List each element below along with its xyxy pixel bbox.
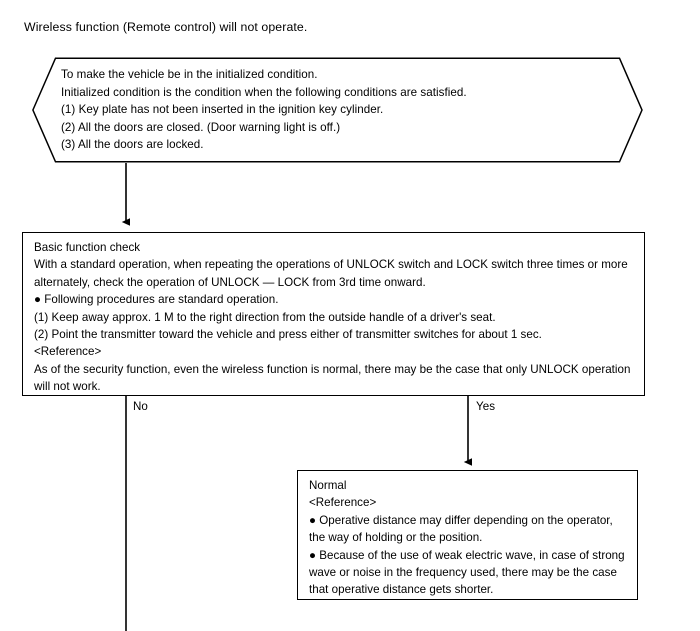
basic-check-reference-label: <Reference> xyxy=(34,345,102,359)
hex-line-2: Initialized condition is the condition w… xyxy=(61,85,467,99)
normal-result-node: Normal <Reference> ● Operative distance … xyxy=(297,470,638,600)
basic-check-line-4: (2) Point the transmitter toward the veh… xyxy=(34,328,542,342)
basic-check-line-2: ● Following procedures are standard oper… xyxy=(34,293,279,307)
normal-result-text: Normal <Reference> ● Operative distance … xyxy=(309,477,629,599)
hex-line-5: (3) All the doors are locked. xyxy=(61,138,204,152)
normal-heading: Normal xyxy=(309,479,347,492)
basic-check-line-5: As of the security function, even the wi… xyxy=(34,362,631,394)
basic-check-line-1: With a standard operation, when repeatin… xyxy=(34,258,628,289)
basic-function-check-node: Basic function check With a standard ope… xyxy=(22,232,645,396)
normal-reference-label: <Reference> xyxy=(309,496,377,510)
branch-label-no: No xyxy=(133,400,148,413)
hex-line-1: To make the vehicle be in the initialize… xyxy=(61,68,318,81)
initialized-condition-node: To make the vehicle be in the initialize… xyxy=(32,57,643,163)
branch-label-yes: Yes xyxy=(476,400,496,413)
basic-check-line-3: (1) Keep away approx. 1 M to the right d… xyxy=(34,310,496,324)
hexagon-shape xyxy=(32,57,643,163)
page-title: Wireless function (Remote control) will … xyxy=(24,20,308,34)
normal-line-2: ● Because of the use of weak electric wa… xyxy=(309,548,625,597)
basic-function-check-text: Basic function check With a standard ope… xyxy=(34,239,638,396)
hex-line-3: (1) Key plate has not been inserted in t… xyxy=(61,103,384,117)
initialized-condition-text: To make the vehicle be in the initialize… xyxy=(61,66,606,154)
basic-check-heading: Basic function check xyxy=(34,241,141,254)
hex-line-4: (2) All the doors are closed. (Door warn… xyxy=(61,120,341,134)
normal-line-1: ● Operative distance may differ dependin… xyxy=(309,513,613,545)
